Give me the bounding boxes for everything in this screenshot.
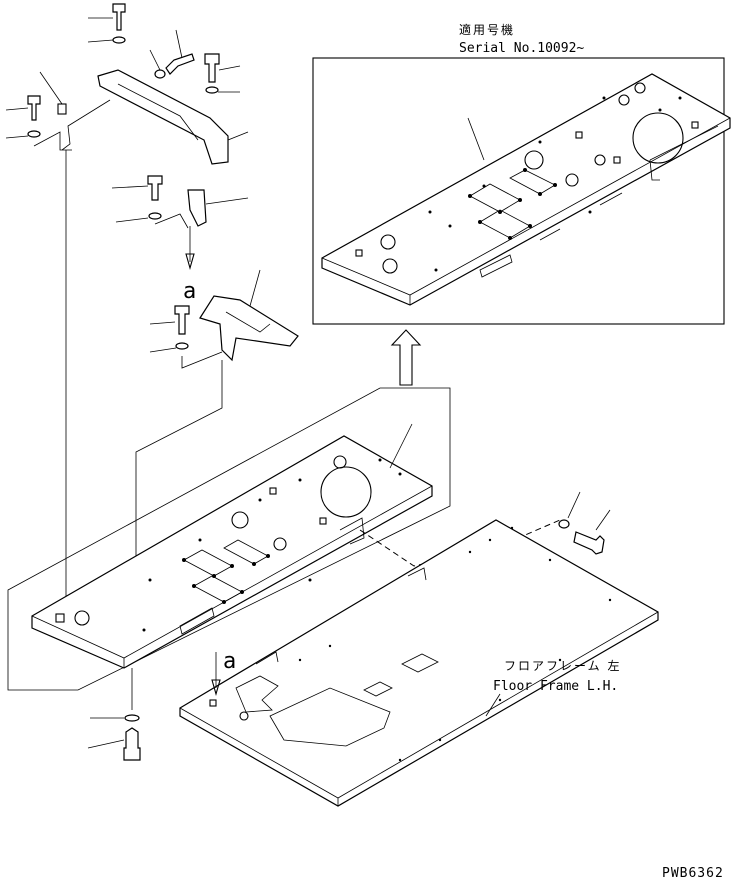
main-floor-plate [7,387,451,761]
drawing-code: PWB6362 [662,866,724,881]
serial-number-label: Serial No.10092~ [459,41,584,56]
up-arrow-icon [390,329,422,386]
main-large-hole [320,466,372,518]
main-bracket-outline [7,387,451,691]
inset-large-hole [632,112,684,164]
floor-frame-label-en: Floor Frame L.H. [493,679,618,694]
mounting-bracket [199,295,299,362]
bolt [112,3,126,31]
floor-frame-label-jp: フロアフレーム 左 [504,658,621,673]
washer [112,36,126,44]
inset-floor-plate [321,73,731,306]
floor-frame-lh: a フロアフレーム 左 Floor Frame L.H. [179,491,659,807]
serial-variant-inset: 適用号機 Serial No.10092~ [312,22,731,386]
cover-bracket [97,69,229,165]
washer [558,519,570,529]
arrow-marker-bottom: a [223,649,236,674]
down-arrow-icon-2 [211,679,221,697]
inset-frame [312,57,725,325]
down-arrow-icon [185,253,195,271]
serial-title-jp: 適用号機 [459,22,515,37]
bracket-assembly: a [5,3,299,636]
floor-frame-plate [179,519,659,807]
arrow-marker-top: a [183,279,196,304]
bolt [573,531,605,555]
